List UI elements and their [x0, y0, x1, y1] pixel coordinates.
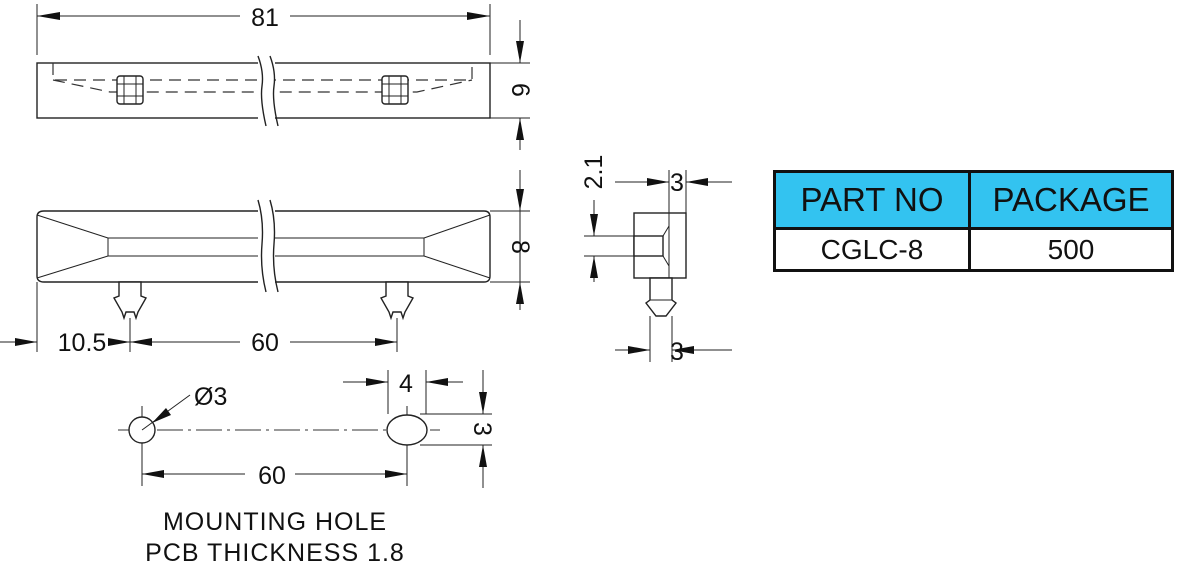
- top-view-clip-left: [116, 75, 144, 105]
- table-cell-part-no: CGLC-8: [776, 227, 968, 269]
- overall-length-label: 81: [251, 4, 279, 32]
- side-view: [36, 199, 491, 321]
- top-view-height-label: 6: [506, 83, 534, 97]
- end-view: [633, 212, 687, 317]
- pin-pitch-label: 60: [251, 329, 279, 357]
- top-view-clip-right: [381, 75, 409, 105]
- table-cell-package: 500: [968, 227, 1171, 269]
- table-header-package: PACKAGE: [968, 173, 1171, 227]
- part-table: PART NO PACKAGE CGLC-8 500: [773, 170, 1174, 272]
- caption-pcb-thickness: PCB THICKNESS 1.8: [145, 539, 405, 567]
- dimension-mounting-holes: 4 3 60: [141, 370, 496, 490]
- end-slot-label: 2.1: [580, 155, 608, 190]
- side-view-pin-left: [112, 281, 148, 321]
- mounting-hole-view: Ø3: [118, 383, 440, 454]
- side-view-pin-right: [379, 281, 415, 321]
- hole-pitch-label: 60: [258, 462, 286, 490]
- dimension-end-view: 3 3 2.1: [580, 155, 732, 366]
- side-view-height-label: 8: [506, 240, 534, 254]
- dimension-overall-length: 81: [36, 4, 491, 55]
- dimension-side-view-height: 8: [490, 170, 534, 310]
- dimension-pin-positions: 10.5 60: [0, 282, 398, 357]
- top-view: [36, 55, 491, 127]
- hole-diameter-label: Ø3: [194, 383, 227, 411]
- hole-width-label: 4: [399, 370, 413, 398]
- table-header-part-no: PART NO: [776, 173, 968, 227]
- caption-mounting-hole: MOUNTING HOLE: [163, 508, 387, 536]
- offset-label: 10.5: [58, 329, 107, 357]
- end-top-label: 3: [670, 169, 684, 197]
- hole-height-label: 3: [468, 422, 496, 436]
- dimension-top-view-height: 6: [490, 20, 534, 150]
- mounting-hole-oval: [386, 414, 428, 446]
- end-bottom-label: 3: [670, 338, 684, 366]
